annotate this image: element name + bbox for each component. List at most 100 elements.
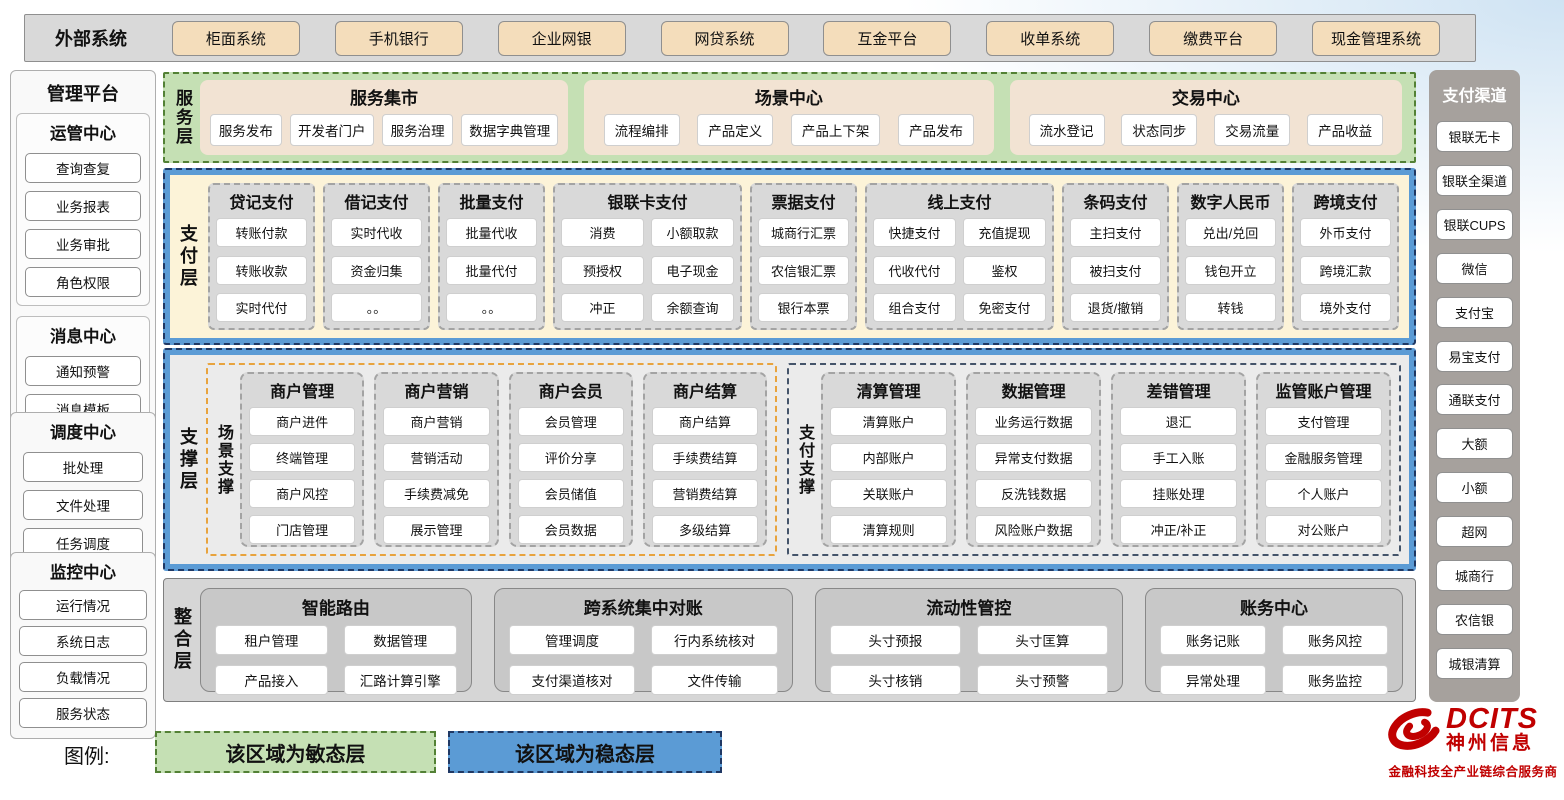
external-system-box[interactable]: 网贷系统 [661, 21, 789, 56]
payment-channel-box[interactable]: 小额 [1436, 472, 1513, 503]
integration-item-box[interactable]: 账务记账 [1160, 625, 1266, 655]
external-system-box[interactable]: 手机银行 [335, 21, 463, 56]
support-item-box[interactable]: 挂账处理 [1120, 479, 1237, 508]
support-item-box[interactable]: 会员管理 [518, 407, 624, 436]
payment-item-box[interactable]: 电子现金 [651, 256, 734, 285]
support-item-box[interactable]: 关联账户 [830, 479, 947, 508]
service-item-box[interactable]: 服务发布 [210, 114, 282, 146]
payment-item-box[interactable]: 退货/撤销 [1070, 293, 1161, 322]
payment-item-box[interactable]: 转钱 [1185, 293, 1276, 322]
service-item-box[interactable]: 产品发布 [898, 114, 974, 146]
sidebar-item-box[interactable]: 系统日志 [19, 626, 147, 656]
external-system-box[interactable]: 缴费平台 [1149, 21, 1277, 56]
payment-channel-box[interactable]: 通联支付 [1436, 384, 1513, 415]
integration-item-box[interactable]: 支付渠道核对 [509, 665, 636, 695]
integration-item-box[interactable]: 租户管理 [215, 625, 328, 655]
payment-item-box[interactable]: 小额取款 [651, 218, 734, 247]
support-item-box[interactable]: 商户进件 [249, 407, 355, 436]
support-item-box[interactable]: 异常支付数据 [975, 443, 1092, 472]
support-item-box[interactable]: 营销活动 [383, 443, 489, 472]
support-item-box[interactable]: 终端管理 [249, 443, 355, 472]
integration-item-box[interactable]: 头寸匡算 [977, 625, 1108, 655]
payment-item-box[interactable]: 实时代付 [216, 293, 307, 322]
service-item-box[interactable]: 流程编排 [604, 114, 680, 146]
payment-item-box[interactable]: 钱包开立 [1185, 256, 1276, 285]
support-item-box[interactable]: 门店管理 [249, 515, 355, 544]
integration-item-box[interactable]: 文件传输 [651, 665, 778, 695]
payment-item-box[interactable]: 兑出/兑回 [1185, 218, 1276, 247]
support-item-box[interactable]: 展示管理 [383, 515, 489, 544]
service-item-box[interactable]: 数据字典管理 [461, 114, 558, 146]
integration-item-box[interactable]: 汇路计算引擎 [344, 665, 457, 695]
payment-channel-box[interactable]: 银联CUPS [1436, 209, 1513, 240]
sidebar-item-box[interactable]: 服务状态 [19, 698, 147, 728]
support-item-box[interactable]: 会员储值 [518, 479, 624, 508]
external-system-box[interactable]: 企业网银 [498, 21, 626, 56]
service-item-box[interactable]: 流水登记 [1029, 114, 1105, 146]
external-system-box[interactable]: 柜面系统 [172, 21, 300, 56]
payment-item-box[interactable]: 批量代收 [446, 218, 537, 247]
integration-item-box[interactable]: 头寸预警 [977, 665, 1108, 695]
payment-item-box[interactable]: 银行本票 [758, 293, 849, 322]
sidebar-item-box[interactable]: 角色权限 [25, 267, 141, 297]
support-item-box[interactable]: 支付管理 [1265, 407, 1382, 436]
service-item-box[interactable]: 产品收益 [1307, 114, 1383, 146]
payment-item-box[interactable]: 城商行汇票 [758, 218, 849, 247]
support-item-box[interactable]: 个人账户 [1265, 479, 1382, 508]
payment-channel-box[interactable]: 易宝支付 [1436, 341, 1513, 372]
payment-channel-box[interactable]: 支付宝 [1436, 297, 1513, 328]
service-item-box[interactable]: 交易流量 [1214, 114, 1290, 146]
payment-item-box[interactable]: 充值提现 [963, 218, 1046, 247]
external-system-box[interactable]: 互金平台 [823, 21, 951, 56]
payment-channel-box[interactable]: 银联无卡 [1436, 121, 1513, 152]
service-item-box[interactable]: 服务治理 [382, 114, 454, 146]
support-item-box[interactable]: 商户营销 [383, 407, 489, 436]
support-item-box[interactable]: 会员数据 [518, 515, 624, 544]
payment-item-box[interactable]: 快捷支付 [873, 218, 956, 247]
sidebar-item-box[interactable]: 业务报表 [25, 191, 141, 221]
sidebar-item-box[interactable]: 业务审批 [25, 229, 141, 259]
support-item-box[interactable]: 反洗钱数据 [975, 479, 1092, 508]
support-item-box[interactable]: 营销费结算 [652, 479, 758, 508]
payment-item-box[interactable]: 批量代付 [446, 256, 537, 285]
integration-item-box[interactable]: 头寸预报 [830, 625, 961, 655]
integration-item-box[interactable]: 产品接入 [215, 665, 328, 695]
payment-item-box[interactable]: 。。 [446, 293, 537, 322]
support-item-box[interactable]: 金融服务管理 [1265, 443, 1382, 472]
payment-item-box[interactable]: 冲正 [561, 293, 644, 322]
payment-item-box[interactable]: 转账收款 [216, 256, 307, 285]
support-item-box[interactable]: 对公账户 [1265, 515, 1382, 544]
sidebar-item-box[interactable]: 批处理 [23, 452, 143, 482]
payment-channel-box[interactable]: 大额 [1436, 428, 1513, 459]
payment-item-box[interactable]: 组合支付 [873, 293, 956, 322]
external-system-box[interactable]: 现金管理系统 [1312, 21, 1440, 56]
support-item-box[interactable]: 冲正/补正 [1120, 515, 1237, 544]
payment-channel-box[interactable]: 城银清算 [1436, 648, 1513, 679]
integration-item-box[interactable]: 行内系统核对 [651, 625, 778, 655]
support-item-box[interactable]: 手续费结算 [652, 443, 758, 472]
service-item-box[interactable]: 产品定义 [697, 114, 773, 146]
payment-item-box[interactable]: 转账付款 [216, 218, 307, 247]
integration-item-box[interactable]: 异常处理 [1160, 665, 1266, 695]
payment-item-box[interactable]: 。。 [331, 293, 422, 322]
sidebar-item-box[interactable]: 查询查复 [25, 153, 141, 183]
integration-item-box[interactable]: 数据管理 [344, 625, 457, 655]
service-item-box[interactable]: 开发者门户 [290, 114, 374, 146]
payment-item-box[interactable]: 代收代付 [873, 256, 956, 285]
payment-item-box[interactable]: 被扫支付 [1070, 256, 1161, 285]
service-item-box[interactable]: 产品上下架 [791, 114, 881, 146]
payment-item-box[interactable]: 境外支付 [1300, 293, 1391, 322]
integration-item-box[interactable]: 账务风控 [1282, 625, 1388, 655]
payment-item-box[interactable]: 农信银汇票 [758, 256, 849, 285]
support-item-box[interactable]: 商户结算 [652, 407, 758, 436]
support-item-box[interactable]: 清算规则 [830, 515, 947, 544]
service-item-box[interactable]: 状态同步 [1121, 114, 1197, 146]
support-item-box[interactable]: 清算账户 [830, 407, 947, 436]
integration-item-box[interactable]: 账务监控 [1282, 665, 1388, 695]
support-item-box[interactable]: 多级结算 [652, 515, 758, 544]
payment-channel-box[interactable]: 银联全渠道 [1436, 165, 1513, 196]
payment-item-box[interactable]: 主扫支付 [1070, 218, 1161, 247]
payment-item-box[interactable]: 外币支付 [1300, 218, 1391, 247]
payment-channel-box[interactable]: 微信 [1436, 253, 1513, 284]
integration-item-box[interactable]: 管理调度 [509, 625, 636, 655]
